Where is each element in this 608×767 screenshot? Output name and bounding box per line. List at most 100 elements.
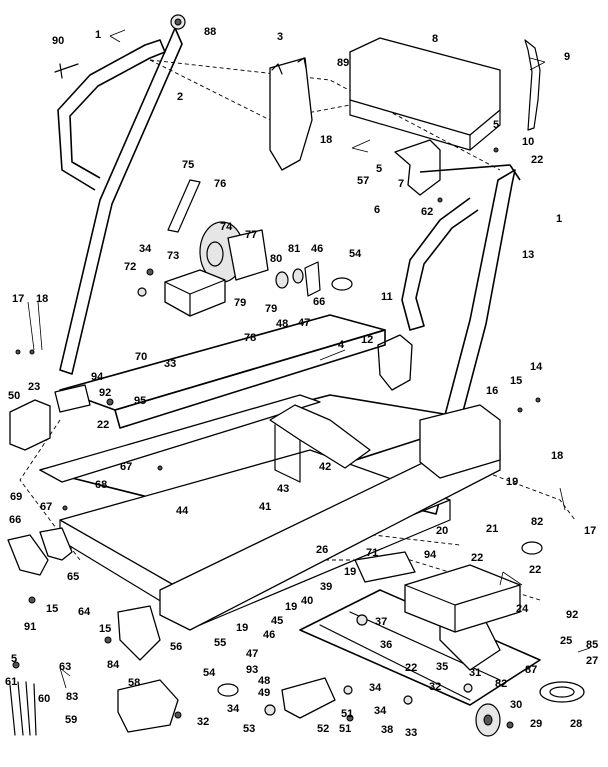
bracket-52 <box>281 677 336 719</box>
callout-69: 69 <box>10 491 22 503</box>
leader-lines <box>27 29 591 689</box>
callout-63: 63 <box>59 661 71 673</box>
callout-34: 34 <box>227 703 240 715</box>
callout-78: 78 <box>244 332 256 344</box>
controller-box-24 <box>404 564 521 633</box>
callout-5: 5 <box>493 119 499 131</box>
callout-16: 16 <box>486 385 498 397</box>
callout-18: 18 <box>36 293 48 305</box>
endcap-50 <box>9 399 51 451</box>
fasteners <box>12 147 541 729</box>
callout-4: 4 <box>338 339 345 351</box>
callout-38: 38 <box>381 724 393 736</box>
callout-56: 56 <box>170 641 182 653</box>
callout-19: 19 <box>344 566 356 578</box>
callout-18: 18 <box>551 450 563 462</box>
callout-37: 37 <box>375 616 387 628</box>
motor-77 <box>227 229 269 281</box>
side-rail-68 <box>39 394 321 483</box>
callout-51: 51 <box>341 708 353 720</box>
callout-76: 76 <box>214 178 226 190</box>
bracket-23 <box>54 384 91 413</box>
callout-39: 39 <box>320 581 332 593</box>
callout-80: 80 <box>270 253 282 265</box>
callout-81: 81 <box>288 243 300 255</box>
callout-57: 57 <box>357 175 369 187</box>
callout-68: 68 <box>95 479 107 491</box>
callout-18: 18 <box>320 134 332 146</box>
callout-23: 23 <box>28 381 40 393</box>
callout-65: 65 <box>67 571 79 583</box>
callout-64: 64 <box>78 606 91 618</box>
callout-14: 14 <box>530 361 543 373</box>
callout-26: 26 <box>316 544 328 556</box>
callout-95: 95 <box>134 395 146 407</box>
callout-84: 84 <box>107 659 120 671</box>
callout-6: 6 <box>374 204 380 216</box>
callout-15: 15 <box>46 603 58 615</box>
bracket-7 <box>394 139 441 196</box>
belt-75 <box>167 179 201 233</box>
callout-66: 66 <box>9 514 21 526</box>
callout-46: 46 <box>263 629 275 641</box>
callout-34: 34 <box>369 682 382 694</box>
wheel-28 <box>539 681 585 703</box>
frame-tray-16 <box>419 404 501 479</box>
callout-60: 60 <box>38 693 50 705</box>
callout-5: 5 <box>11 653 17 665</box>
callout-30: 30 <box>510 699 522 711</box>
callout-66: 66 <box>313 296 325 308</box>
callout-27: 27 <box>586 655 598 667</box>
plate-39 <box>354 551 416 583</box>
callout-46: 46 <box>311 243 323 255</box>
callout-9: 9 <box>564 51 570 63</box>
callout-5: 5 <box>376 163 382 175</box>
callout-79: 79 <box>265 303 277 315</box>
endcap-65 <box>39 527 73 561</box>
callout-22: 22 <box>471 552 483 564</box>
callout-85: 85 <box>586 639 598 651</box>
callout-10: 10 <box>522 136 534 148</box>
callout-22: 22 <box>529 564 541 576</box>
callout-93: 93 <box>246 664 258 676</box>
callout-54: 54 <box>349 248 362 260</box>
cable-ties-59-60-61 <box>9 681 37 736</box>
callout-94: 94 <box>424 549 437 561</box>
callout-52: 52 <box>317 723 329 735</box>
callout-90: 90 <box>52 35 64 47</box>
callout-11: 11 <box>381 291 393 303</box>
callout-29: 29 <box>530 718 542 730</box>
callout-32: 32 <box>429 681 441 693</box>
callout-2: 2 <box>177 91 183 103</box>
callout-33: 33 <box>405 727 417 739</box>
callout-47: 47 <box>246 648 258 660</box>
callout-34: 34 <box>139 243 152 255</box>
callout-87: 87 <box>525 664 537 676</box>
callout-22: 22 <box>531 154 543 166</box>
callout-19: 19 <box>236 622 248 634</box>
callout-74: 74 <box>220 221 233 233</box>
callout-54: 54 <box>203 667 216 679</box>
callout-7: 7 <box>398 178 404 190</box>
hood-piece-3 <box>269 57 313 171</box>
callout-3: 3 <box>277 31 283 43</box>
cable-82 <box>521 541 543 555</box>
callout-92: 92 <box>566 609 578 621</box>
motor-mount-73 <box>164 269 226 317</box>
callout-1: 1 <box>95 29 101 41</box>
callout-20: 20 <box>436 525 448 537</box>
callout-19: 19 <box>506 476 518 488</box>
callout-35: 35 <box>436 661 448 673</box>
callout-88: 88 <box>204 26 216 38</box>
callout-1: 1 <box>556 213 562 225</box>
callout-82: 82 <box>495 678 507 690</box>
callout-45: 45 <box>271 615 283 627</box>
callout-50: 50 <box>8 390 20 402</box>
callout-21: 21 <box>486 523 498 535</box>
callout-94: 94 <box>91 371 104 383</box>
callout-79: 79 <box>234 297 246 309</box>
callout-44: 44 <box>176 505 189 517</box>
endcap-66 <box>7 534 49 576</box>
callout-12: 12 <box>361 334 373 346</box>
